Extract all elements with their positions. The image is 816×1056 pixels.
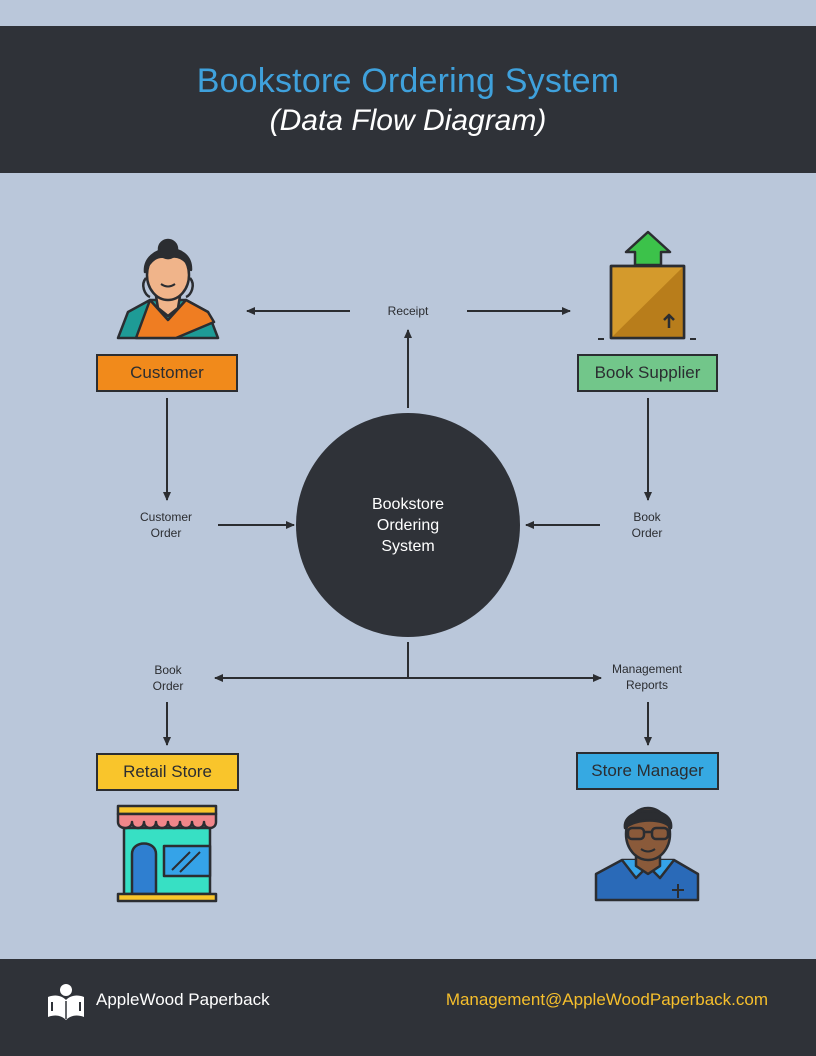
process-circle (296, 413, 520, 637)
storefront-icon (116, 804, 218, 903)
customer-entity-box: Customer (96, 354, 238, 392)
flow-connectors (163, 307, 652, 746)
book-supplier-entity-box: Book Supplier (577, 354, 718, 392)
footer-bar: AppleWood Paperback Management@AppleWood… (0, 959, 816, 1056)
customer-icon (116, 238, 220, 340)
flow-label-retail-book-order: Book Order (152, 663, 184, 693)
flow-label-management-reports: Management Reports (611, 662, 683, 692)
contact-email: Management@AppleWoodPaperback.com (445, 990, 768, 1009)
flow-label-receipt: Receipt (387, 304, 429, 318)
box-delivery-icon (598, 230, 696, 340)
retail-store-entity-box: Retail Store (96, 753, 239, 791)
flow-label-supplier-book-order: Book Order (631, 510, 663, 540)
page-title: Bookstore Ordering System (196, 62, 620, 100)
page-subtitle: (Data Flow Diagram) (269, 104, 547, 137)
brand-name: AppleWood Paperback (96, 990, 270, 1009)
process-label: Bookstore Ordering System (371, 496, 445, 555)
header-banner: Bookstore Ordering System (Data Flow Dia… (0, 26, 816, 173)
open-book-reader-icon (48, 984, 84, 1020)
flow-label-customer-order: Customer Order (139, 510, 192, 540)
manager-avatar-icon (594, 806, 700, 902)
store-manager-entity-box: Store Manager (576, 752, 719, 790)
